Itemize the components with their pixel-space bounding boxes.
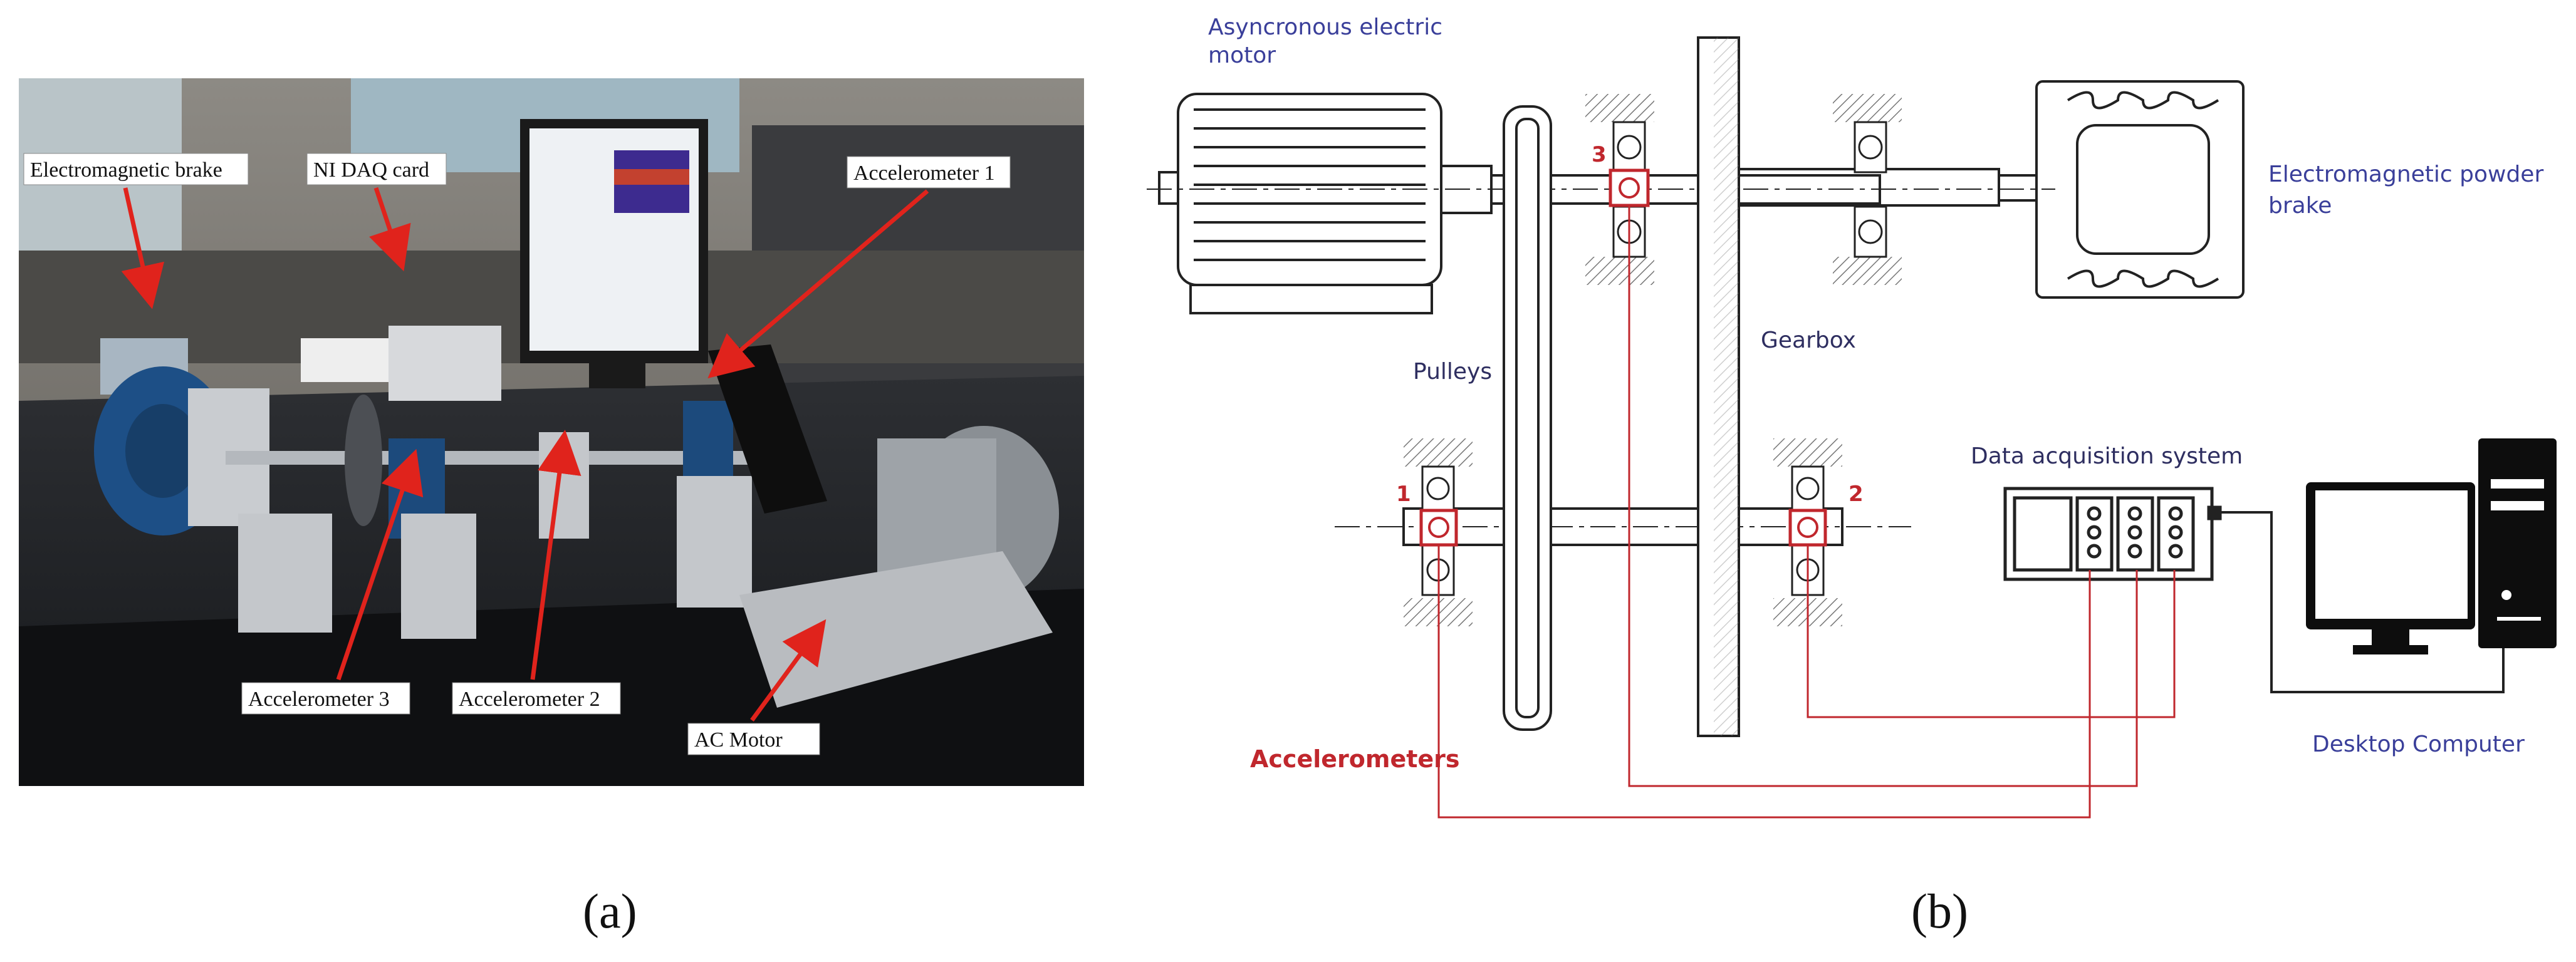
- label-pulleys: Pulleys: [1413, 359, 1492, 385]
- pulley-drawing: [1503, 105, 1552, 731]
- label-ac-motor: AC Motor: [694, 728, 783, 752]
- panel-a-photo: Electromagnetic brake NI DAQ card Accele…: [0, 0, 1103, 962]
- data-cables: [2220, 511, 2505, 693]
- label-accelerometer-3: Accelerometer 3: [248, 688, 390, 711]
- motor-drawing: [1158, 93, 1493, 314]
- gear-drawing: [1697, 36, 1740, 737]
- daq-drawing: [2003, 487, 2222, 581]
- rig-equipment: [94, 119, 1059, 708]
- schematic-svg: Asyncronous electric motor Electromagnet…: [1147, 14, 2557, 819]
- label-daq: Data acquisition system: [1971, 443, 2243, 469]
- photo-labels: Electromagnetic brake NI DAQ card Accele…: [23, 153, 1011, 755]
- computer-drawing: [2306, 438, 2557, 654]
- brake-drawing: [2035, 80, 2245, 299]
- arrow-accelerometer-1: [707, 189, 929, 379]
- sensor-number-3: 3: [1592, 142, 1607, 167]
- photo-arrows: [121, 187, 929, 722]
- label-accelerometers: Accelerometers: [1250, 745, 1460, 773]
- label-motor-line2: motor: [1208, 43, 1276, 68]
- shafts: [1147, 168, 2055, 546]
- label-electromagnetic-brake: Electromagnetic brake: [30, 158, 222, 182]
- label-gearbox: Gearbox: [1761, 328, 1856, 353]
- caption-a: (a): [583, 884, 637, 938]
- sensor-number-1: 1: [1396, 482, 1411, 507]
- label-ni-daq-card: NI DAQ card: [313, 158, 429, 182]
- sensor-number-2: 2: [1849, 482, 1864, 507]
- label-accelerometer-2: Accelerometer 2: [459, 688, 600, 711]
- photo-svg: Electromagnetic brake NI DAQ card Accele…: [19, 78, 1084, 786]
- bearing-output: [1833, 94, 1902, 285]
- label-computer: Desktop Computer: [2312, 732, 2525, 757]
- schematic-labels: Asyncronous electric motor Electromagnet…: [1208, 14, 2543, 773]
- arrow-ac-motor: [750, 619, 827, 722]
- label-accelerometer-1: Accelerometer 1: [853, 162, 995, 185]
- label-brake-line1: Electromagnetic powder: [2268, 162, 2543, 187]
- panel-b-schematic: Asyncronous electric motor Electromagnet…: [1103, 0, 2576, 962]
- label-brake-line2: brake: [2268, 193, 2332, 219]
- label-motor-line1: Asyncronous electric: [1208, 14, 1442, 40]
- caption-b: (b): [1911, 884, 1968, 938]
- arrow-ni-daq-card: [369, 187, 411, 272]
- accelerometer-wires: [1437, 205, 2176, 819]
- arrow-accelerometer-3: [336, 448, 424, 681]
- arrow-accelerometer-2: [530, 430, 581, 680]
- arrow-electromagnetic-brake: [121, 187, 165, 309]
